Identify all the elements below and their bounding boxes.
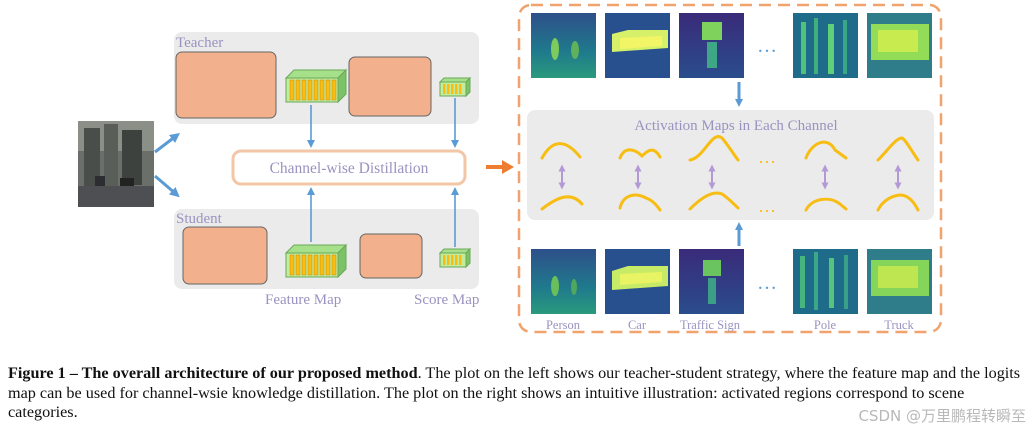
architecture-diagram: Teacher Student Feat — [78, 3, 943, 334]
activation-curves-panel — [527, 110, 934, 220]
category-label-car: Car — [628, 318, 647, 332]
teacher-score-map — [438, 76, 472, 98]
score-map-label: Score Map — [414, 292, 479, 308]
top-activation-maps: … — [531, 13, 932, 78]
teacher-block-2 — [348, 56, 432, 117]
student-block-2 — [359, 233, 423, 279]
teacher-block-1 — [175, 51, 277, 119]
top-map-traffic-sign — [679, 13, 744, 78]
curves-upper-ellipsis: … — [758, 147, 776, 167]
top-maps-ellipsis: … — [757, 35, 777, 57]
activation-title: Activation Maps in Each Channel — [634, 118, 837, 134]
top-map-pole — [793, 13, 858, 78]
student-curve-pole — [804, 197, 848, 212]
teacher-label: Teacher — [176, 35, 223, 51]
curves-lower-ellipsis: … — [758, 196, 776, 216]
channel-wise-distillation-box — [231, 149, 467, 186]
category-label-pole: Pole — [814, 318, 837, 332]
caption-text: . The plot on the left shows our teacher… — [8, 364, 1021, 421]
teacher-curve-person — [540, 142, 582, 160]
caption-bold: Figure 1 – The overall architecture of o… — [8, 364, 418, 382]
activation-curves — [540, 135, 920, 212]
top-map-car — [605, 13, 670, 78]
teacher-curve-traffic-sign — [688, 135, 740, 162]
teacher-feature-map — [284, 68, 348, 104]
teacher-curve-pole — [804, 140, 848, 160]
bottom-activation-maps: … — [531, 249, 932, 314]
bottom-maps-ellipsis: … — [757, 272, 777, 294]
teacher-curve-truck — [876, 136, 920, 162]
student-curve-traffic-sign — [688, 191, 740, 211]
figure-caption: Figure 1 – The overall architecture of o… — [8, 364, 1026, 423]
student-curve-truck — [876, 193, 920, 212]
bottom-map-traffic-sign — [679, 249, 744, 314]
bottom-map-truck — [867, 249, 932, 314]
image-to-teacher-arrow — [154, 132, 180, 154]
student-feature-map — [284, 243, 348, 279]
watermark: CSDN @万里鹏程转瞬至 — [858, 407, 1026, 425]
bottom-map-person — [531, 249, 596, 314]
top-map-person — [531, 13, 596, 78]
student-label: Student — [176, 211, 223, 227]
category-label-truck: Truck — [884, 318, 914, 332]
student-block-1 — [182, 226, 268, 285]
student-curve-car — [618, 193, 662, 212]
image-to-student-arrow — [154, 174, 180, 198]
to-activation-panel-arrow — [486, 160, 514, 174]
teacher-curve-car — [618, 148, 662, 160]
feature-map-label: Feature Map — [265, 292, 341, 308]
bottom-map-car — [605, 249, 670, 314]
student-score-map — [438, 247, 472, 269]
bottom-map-pole — [793, 249, 858, 314]
top-map-truck — [867, 13, 932, 78]
category-label-traffic-sign: Traffic Sign — [680, 318, 741, 332]
curve-pair-arrows — [558, 164, 902, 190]
category-label-person: Person — [546, 318, 581, 332]
channel-wise-distillation-label: Channel-wise Distillation — [270, 160, 429, 177]
student-curve-person — [540, 195, 584, 211]
input-street-image — [78, 121, 154, 207]
activation-dashed-frame — [517, 3, 943, 334]
